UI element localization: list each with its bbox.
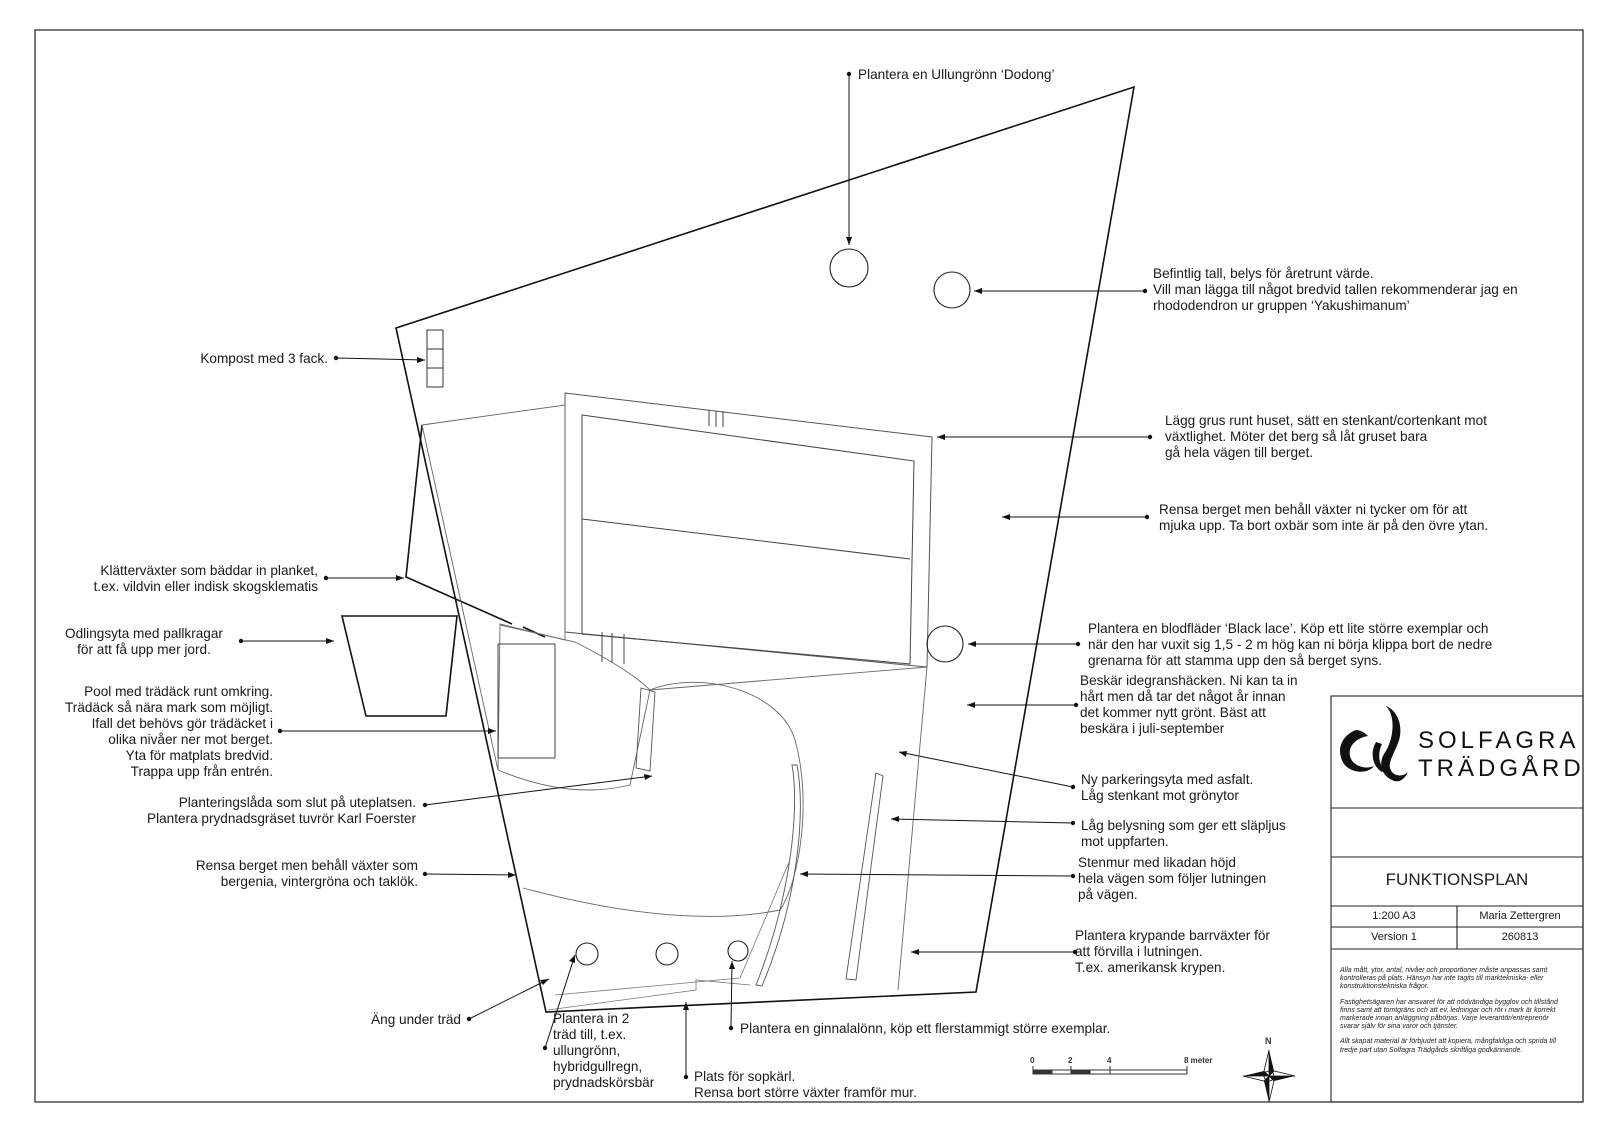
label-idegran: Beskär idegranshäcken. Ni kan ta in hårt… (1080, 673, 1298, 736)
label-klattervaxter: Klätterväxter som bäddar in planket, t.e… (93, 563, 318, 594)
label-tall: Befintlig tall, belys för åretrunt värde… (1153, 266, 1518, 313)
tree-symbols (575, 248, 971, 966)
lower-path (554, 859, 791, 996)
label-belysning: Låg belysning som ger ett släpljus mot u… (1081, 818, 1286, 849)
label-sopkarl: Plats för sopkärl. Rensa bort större väx… (694, 1069, 917, 1100)
solfagra-logo-icon (1340, 706, 1408, 782)
lower-tree-1 (575, 942, 599, 966)
property-boundary (395, 85, 1136, 1013)
scale-label-2: 2 (1068, 1056, 1073, 1065)
north-arrow-icon (1242, 1049, 1296, 1103)
hedge-strip (845, 772, 884, 981)
label-tva-trad: Plantera in 2 träd till, t.ex. ullungrön… (553, 1011, 655, 1090)
lower-tree-2 (655, 942, 679, 966)
title-block-date: 260813 (1501, 931, 1539, 943)
logo-text-line1: SOLFAGRA (1418, 727, 1580, 754)
label-ang: Äng under träd (371, 1012, 461, 1027)
existing-pine-tree (933, 271, 971, 309)
label-krypande: Plantera krypande barrväxter för att för… (1075, 928, 1270, 975)
stone-wall (755, 764, 801, 987)
title-block-author: Maria Zettergren (1479, 910, 1561, 922)
label-rensa-berget-nedre: Rensa berget men behåll växter som berge… (195, 858, 418, 889)
label-rensa-berget-ovre: Rensa berget men behåll växter ni tycker… (1159, 502, 1489, 533)
title-block-disclaimer: Alla mått, ytor, antal, nivåer och propo… (1340, 967, 1565, 1062)
scale-label-8: 8 meter (1184, 1056, 1213, 1065)
scale-label-0: 0 (1030, 1056, 1035, 1065)
disclaimer-paragraph: Fastighetsägaren har ansvaret för att nö… (1340, 998, 1558, 1031)
leader-lines (241, 74, 1150, 1077)
garden-area (497, 624, 651, 791)
label-stenmur: Stenmur med likadan höjd hela vägen som … (1078, 855, 1267, 902)
ginnalalonn-tree (727, 940, 749, 962)
ullungronn-tree (829, 248, 869, 288)
label-planteringslada: Planteringslåda som slut på uteplatsen. … (147, 795, 416, 826)
label-ginnalalonn: Plantera en ginnalalönn, köp ett flersta… (740, 1021, 1111, 1036)
driveway-edge (649, 666, 928, 991)
title-block-scale: 1:200 A3 (1372, 910, 1416, 922)
pool (497, 643, 556, 759)
label-parkering: Ny parkeringsyta med asfalt. Låg stenkan… (1081, 772, 1254, 803)
disclaimer-paragraph: Allt skapat material är förbjudet att ko… (1340, 1038, 1556, 1054)
scale-label-4: 4 (1107, 1056, 1112, 1065)
north-label: N (1265, 1036, 1272, 1046)
disclaimer-paragraph: Alla mått, ytor, antal, nivåer och propo… (1340, 967, 1548, 991)
label-odlingsyta: Odlingsyta med pallkragar för att få upp… (65, 626, 223, 657)
house (581, 410, 915, 665)
label-blodflader: Plantera en blodfläder ‘Black lace’. Köp… (1088, 621, 1493, 668)
scale-bar (1032, 1066, 1188, 1075)
leader-dots (238, 71, 1153, 1080)
fence (405, 424, 513, 625)
sheet-border (34, 29, 1584, 1103)
gravel-surround (564, 392, 933, 668)
cultivation-area (340, 615, 458, 717)
label-pool: Pool med trädäck runt omkring. Trädäck s… (65, 684, 273, 779)
leader-arrowheads (326, 237, 1010, 1010)
lower-border (547, 979, 751, 1011)
logo-text-line2: TRÄDGÅRD (1418, 755, 1585, 782)
title-block-frame (1330, 695, 1584, 1103)
blodflader-tree (926, 625, 964, 663)
label-grus: Lägg grus runt huset, sätt en stenkant/c… (1165, 413, 1487, 460)
compost-bins (426, 329, 444, 388)
title-block-version: Version 1 (1371, 931, 1417, 943)
planter-box (635, 687, 656, 772)
label-ullungronn: Plantera en Ullungrönn ‘Dodong’ (858, 67, 1055, 82)
lawn-curve (522, 681, 804, 917)
label-kompost: Kompost med 3 fack. (200, 351, 328, 366)
title-block-title: FUNKTIONSPLAN (1385, 870, 1529, 889)
